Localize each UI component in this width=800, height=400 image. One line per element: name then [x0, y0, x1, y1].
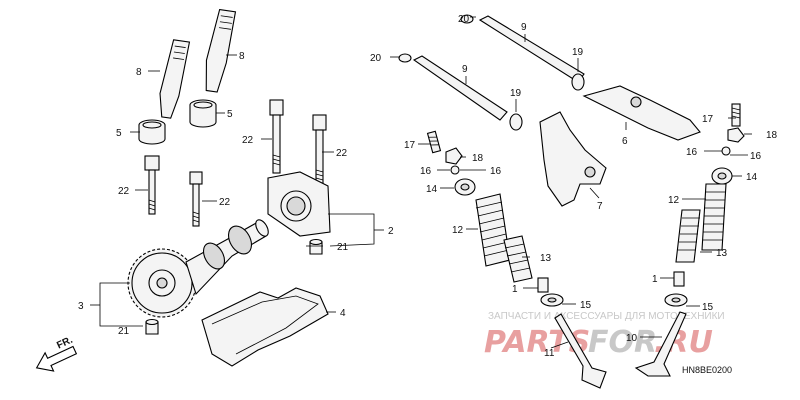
callout-6: 6 [622, 136, 628, 147]
lock-nut-right [727, 127, 745, 143]
intake-valve [554, 313, 607, 389]
callout-9: 9 [521, 22, 527, 33]
spring-retainer-right [711, 167, 733, 185]
callout-19: 19 [510, 88, 522, 99]
callout-10: 10 [626, 333, 638, 344]
bolt-holder-2 [312, 114, 327, 187]
callout-18: 18 [766, 130, 778, 141]
callout-labels: 8 8 5 5 22 22 22 22 2 21 3 21 4 20 9 20 … [78, 14, 778, 359]
camshaft-holder [267, 171, 331, 237]
adjuster-screw-left [426, 130, 442, 154]
callout-15: 15 [702, 302, 714, 313]
callout-1: 1 [652, 274, 658, 285]
bolt-left-1 [144, 155, 160, 215]
callout-13: 13 [716, 248, 728, 259]
callout-22: 22 [219, 197, 231, 208]
outer-spring-right [701, 183, 727, 251]
washer-16-right [721, 146, 731, 156]
pushrod-tube-right [205, 8, 237, 93]
callout-21: 21 [118, 326, 130, 337]
dowel-pin-right [309, 238, 323, 255]
callout-17: 17 [702, 114, 714, 125]
valve-cotter-right [673, 271, 685, 287]
dowel-pin-left [145, 318, 159, 335]
callout-17: 17 [404, 140, 416, 151]
pushrod-upper [478, 15, 585, 83]
callout-9: 9 [462, 64, 468, 75]
leader-lines [90, 16, 752, 349]
rocker-arm-exhaust [582, 85, 701, 141]
collar-right [189, 99, 217, 128]
callout-19: 19 [572, 47, 584, 58]
callout-5: 5 [116, 128, 122, 139]
cylinder-head-cover-gasket [201, 287, 329, 367]
diagram-code: HN8BE0200 [682, 365, 732, 375]
callout-22: 22 [242, 135, 254, 146]
inner-spring-left [503, 235, 533, 283]
callout-1: 1 [512, 284, 518, 295]
valve-cotter-left [537, 277, 549, 293]
o-ring-20-lower [398, 53, 412, 63]
adjuster-screw-right [731, 103, 741, 127]
callout-16: 16 [490, 166, 502, 177]
camshaft [185, 219, 269, 296]
bolt-holder-1 [269, 99, 284, 174]
o-ring-19-lower [509, 113, 523, 131]
front-direction-arrow: FR. [35, 335, 78, 372]
stem-seal-right [664, 293, 688, 307]
callout-12: 12 [668, 195, 680, 206]
pushrod-lower [412, 55, 508, 121]
watermark-logo-for: FOR [588, 325, 657, 360]
callout-14: 14 [426, 184, 438, 195]
inner-spring-right [675, 209, 701, 263]
rocker-arm-intake [539, 111, 607, 207]
callout-7: 7 [597, 201, 603, 212]
lock-nut-left [445, 147, 463, 165]
o-ring-19-upper [571, 73, 585, 91]
callout-18: 18 [472, 153, 484, 164]
callout-20: 20 [370, 53, 382, 64]
watermark-tagline: ЗАПЧАСТИ И АКСЕССУАРЫ ДЛЯ МОТОТЕХНИКИ [488, 311, 725, 322]
collar-left [138, 119, 166, 145]
spring-retainer-left [454, 178, 476, 196]
pushrod-tube-left [159, 39, 191, 119]
callout-16: 16 [686, 147, 698, 158]
callout-16: 16 [750, 151, 762, 162]
stem-seal-left [540, 293, 564, 307]
exhaust-valve [634, 311, 687, 377]
callout-15: 15 [580, 300, 592, 311]
callout-22: 22 [336, 148, 348, 159]
callout-21: 21 [337, 242, 349, 253]
callout-2: 2 [388, 226, 394, 237]
callout-20: 20 [458, 14, 470, 25]
callout-22: 22 [118, 186, 130, 197]
callout-14: 14 [746, 172, 758, 183]
callout-5: 5 [227, 109, 233, 120]
callout-4: 4 [340, 308, 346, 319]
bolt-left-2 [189, 171, 203, 227]
callout-8: 8 [136, 67, 142, 78]
watermark: ЗАПЧАСТИ И АКСЕССУАРЫ ДЛЯ МОТОТЕХНИКИ PA… [484, 311, 725, 360]
washer-16-left [450, 165, 460, 175]
cam-sprocket [127, 248, 197, 318]
callout-3: 3 [78, 301, 84, 312]
callout-8: 8 [239, 51, 245, 62]
outer-spring-left [475, 193, 511, 267]
callout-12: 12 [452, 225, 464, 236]
callout-13: 13 [540, 253, 552, 264]
callout-16: 16 [420, 166, 432, 177]
callout-11: 11 [544, 348, 555, 359]
